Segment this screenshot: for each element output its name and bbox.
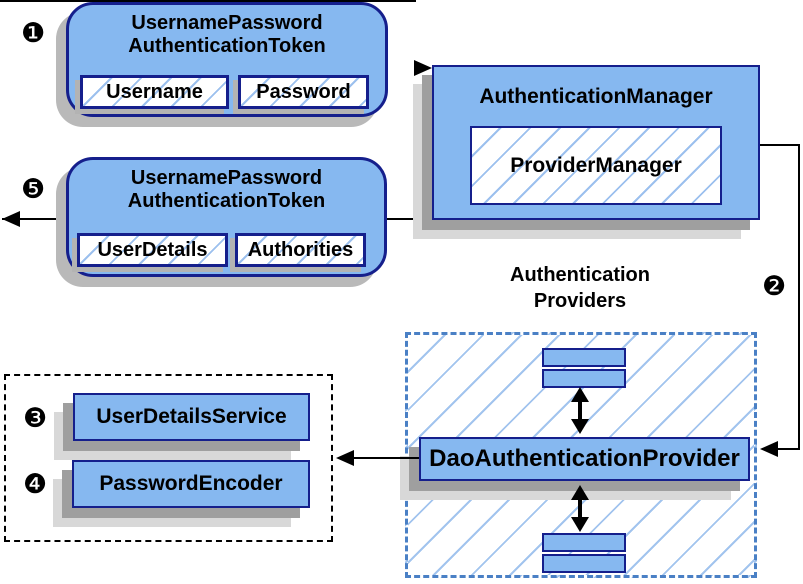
authentication-manager-title: AuthenticationManager <box>479 85 713 108</box>
provider-stack-bar <box>542 369 626 388</box>
authentication-manager-box: AuthenticationManager ProviderManager <box>432 65 760 220</box>
step-1-badge: ❶ <box>21 18 46 49</box>
arrowhead-up-icon <box>571 485 589 500</box>
password-field-box: Password <box>238 75 369 109</box>
provider-manager-box: ProviderManager <box>470 126 722 205</box>
token-response-title: UsernamePassword AuthenticationToken <box>69 160 384 213</box>
providers-label-line2: Providers <box>533 290 627 312</box>
provider-stack-bar <box>542 348 626 367</box>
step-2-badge: ❷ <box>762 271 787 302</box>
username-field-box: Username <box>80 75 229 109</box>
arrowhead-down-icon <box>571 419 589 434</box>
arrow-shaft <box>578 402 582 419</box>
authorities-field-box: Authorities <box>235 233 366 267</box>
bidirectional-arrow-icon <box>566 485 594 532</box>
arrow-shaft <box>578 500 582 517</box>
arrowhead-left-icon <box>2 211 20 227</box>
username-password-token-response-card: UsernamePassword AuthenticationToken Use… <box>66 157 387 277</box>
services-container <box>4 374 333 542</box>
request-flow-line <box>0 0 416 2</box>
step-3-badge: ❸ <box>23 403 48 434</box>
dao-to-services-line <box>345 457 419 459</box>
provider-stack-bar <box>542 533 626 552</box>
token-response-title-line1: UsernamePassword <box>130 167 323 189</box>
step-4-badge: ❹ <box>23 469 48 500</box>
bidirectional-arrow-icon <box>566 387 594 434</box>
dao-authentication-provider-box: DaoAuthenticationProvider <box>419 437 750 481</box>
arrowhead-down-icon <box>571 517 589 532</box>
providers-label-line1: Authentication <box>510 264 650 286</box>
token-request-title-line2: AuthenticationToken <box>128 35 326 57</box>
username-password-token-request-card: UsernamePassword AuthenticationToken Use… <box>66 2 388 117</box>
step-5-badge: ❺ <box>21 174 46 205</box>
manager-to-provider-line-top <box>760 144 800 146</box>
authentication-providers-label: Authentication Providers <box>468 262 692 314</box>
arrowhead-left-icon <box>760 441 778 457</box>
manager-to-provider-line-vertical <box>798 144 800 450</box>
token-response-title-line2: AuthenticationToken <box>127 190 326 212</box>
arrowhead-right-icon <box>414 60 432 76</box>
arrowhead-up-icon <box>571 387 589 402</box>
manager-to-provider-line-bottom <box>776 448 800 450</box>
token-request-title: UsernamePassword AuthenticationToken <box>69 5 385 58</box>
arrowhead-left-icon <box>336 450 354 466</box>
provider-stack-bar <box>542 554 626 573</box>
user-details-service-box: UserDetailsService <box>73 393 310 441</box>
password-encoder-box: PasswordEncoder <box>72 460 310 508</box>
userdetails-field-box: UserDetails <box>77 233 228 267</box>
token-request-title-line1: UsernamePassword <box>131 12 323 34</box>
